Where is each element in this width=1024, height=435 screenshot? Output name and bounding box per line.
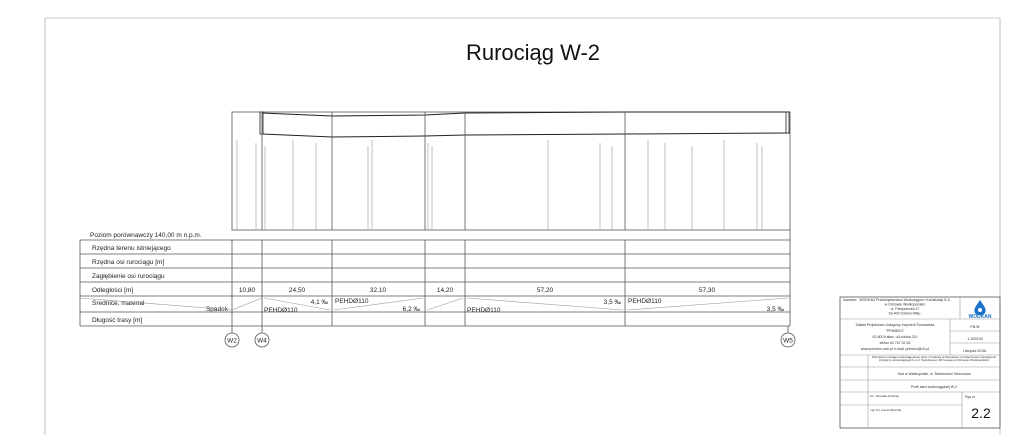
pipe-label: PEHDØ110 bbox=[628, 298, 662, 305]
address: Ostr w Wielkopolski, ul. Świerkowa i Wrz… bbox=[897, 371, 970, 376]
row-label: Odległości [m] bbox=[92, 287, 133, 294]
investor-line: ul. Partyzancka 27 bbox=[891, 307, 920, 311]
title-block: Inwestor: WODKAN Przedsiębiorstwo Wodoci… bbox=[839, 296, 1001, 429]
distance-value: 57,20 bbox=[537, 287, 554, 294]
distance-value: 10,80 bbox=[239, 287, 256, 294]
drawing-number: 2.2 bbox=[971, 405, 991, 421]
row-label: Średnice, materiał bbox=[92, 298, 145, 307]
distance-value: 24,50 bbox=[289, 287, 306, 294]
designer-name: inż. Jarosław Dziubek bbox=[870, 394, 900, 398]
row-label: Rzędna osi rurociągu [m] bbox=[92, 259, 164, 266]
scale: 1:100/100 bbox=[967, 337, 983, 341]
well-w4 bbox=[259, 111, 264, 135]
drawing-frame bbox=[44, 17, 1001, 435]
well-w5 bbox=[785, 111, 790, 134]
investor-line: 63-400 Ostrów Wlkp. bbox=[889, 312, 922, 316]
row-label: Zagłębienie osi rurociągu bbox=[92, 273, 165, 280]
date: Listopad 2016r. bbox=[963, 349, 987, 353]
profile-table: Poziom porównawczy 140,00 m n.p.m. Rzędn… bbox=[79, 230, 791, 327]
investor-label: Inwestor: bbox=[843, 298, 857, 302]
designer-line: "PRIMEKO" bbox=[886, 329, 905, 333]
node-label: W2 bbox=[227, 338, 237, 345]
drawing-title: Rurociąg W-2 bbox=[466, 40, 600, 65]
pipe-label: PEHDØ110 bbox=[467, 307, 501, 314]
designer-line: 62-800 Kalisz, ul.Łódzka 210 bbox=[873, 335, 918, 339]
row-label: Rzędna terenu istniejącego bbox=[92, 245, 171, 252]
node-label: W5 bbox=[783, 338, 793, 345]
designer-line: www.primeko.com.pl e-mail: primeko@o2.pl bbox=[861, 347, 929, 351]
slope-value: 4,1 ‰ bbox=[311, 299, 329, 306]
drawing-no-label: Rys nr bbox=[965, 395, 976, 399]
designer-line: Zakład Projektowo-Usługowy Inżynierii Śr… bbox=[856, 322, 935, 327]
slope-value: 3,5 ‰ bbox=[767, 306, 785, 313]
checker-name: mgr inż. Kamil Wieczak bbox=[870, 408, 902, 412]
distance-value: 32,10 bbox=[370, 287, 387, 294]
drawing-name: Profil sieci wodociągowej W-2 bbox=[911, 385, 957, 389]
slope-value: 3,5 ‰ bbox=[604, 299, 622, 306]
object-description: Wymiana rurociągu wodociągowego wraz z b… bbox=[871, 356, 997, 363]
row-label: Długość trasy [m] bbox=[92, 317, 142, 324]
investor-line: WODKAN Przedsiębiorstwo Wodociągów i Kan… bbox=[859, 298, 950, 302]
logo-text: WODKAN bbox=[968, 314, 991, 320]
investor-line: w Ostrowie Wielkopolskim bbox=[885, 303, 926, 307]
profile bbox=[231, 111, 791, 231]
pipe-label: PEHDØ110 bbox=[335, 298, 369, 305]
node-markers: W2 W4 W5 bbox=[224, 326, 796, 348]
pipe-label: PEHDØ110 bbox=[264, 307, 298, 314]
distance-value: 14,20 bbox=[437, 287, 454, 294]
slope-label: Spadek bbox=[206, 306, 229, 313]
reference-level: Poziom porównawczy 140,00 m n.p.m. bbox=[90, 232, 202, 239]
distance-value: 57,30 bbox=[699, 287, 716, 294]
designer-line: tel/fax 62 767 02 63 bbox=[880, 341, 911, 345]
node-label: W4 bbox=[257, 338, 267, 345]
slope-value: 6,2 ‰ bbox=[403, 306, 421, 313]
stage: PB-W bbox=[970, 325, 980, 329]
wodkan-logo: WODKAN bbox=[968, 300, 992, 320]
